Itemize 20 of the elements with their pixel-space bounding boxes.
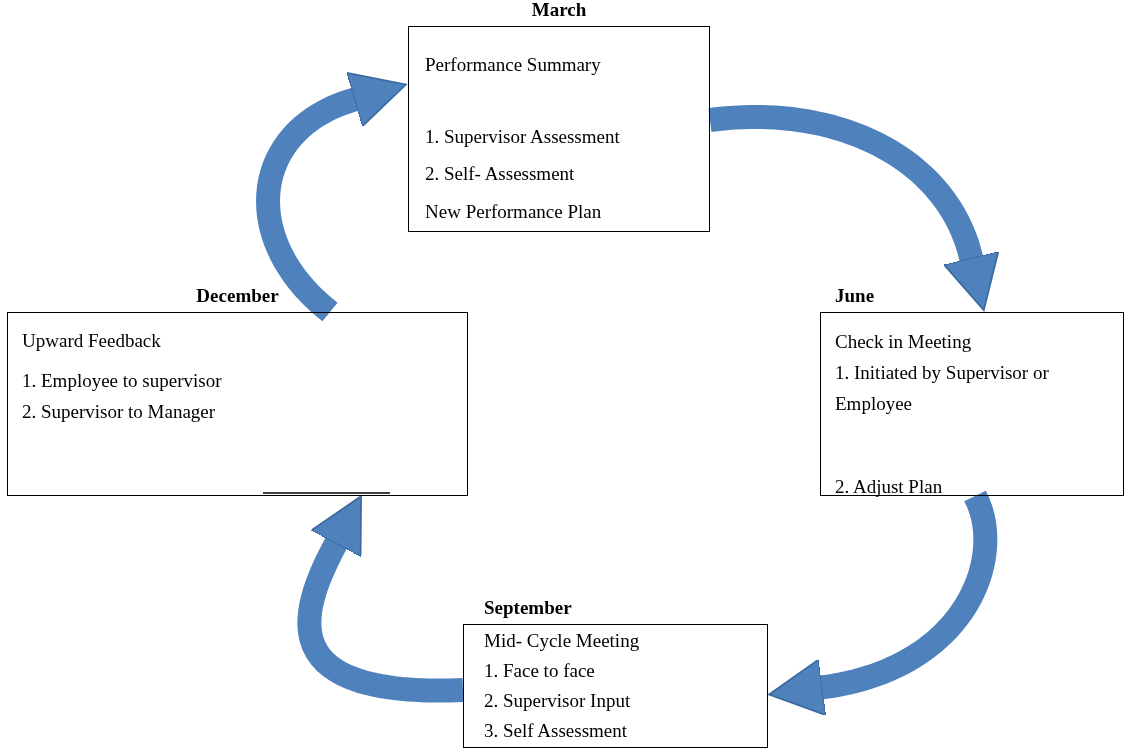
curved-arrow: [256, 71, 407, 322]
item-text: 1. Employee to supervisor: [22, 370, 223, 392]
item-text: 1. Initiated by Supervisor or Employee: [835, 360, 1050, 416]
month-heading: September: [484, 597, 572, 619]
item-text: 2. Supervisor to Manager: [22, 401, 217, 423]
item-text: Check in Meeting: [835, 329, 973, 354]
item-text: 1. Face to face: [484, 660, 596, 682]
month-heading: June: [835, 285, 875, 307]
item-text: 3. Self Assessment: [484, 720, 629, 742]
item-text: 1. Supervisor Assessment: [425, 126, 621, 148]
curved-arrow: [768, 490, 998, 716]
item-text: 2. Adjust Plan: [835, 474, 944, 499]
item-text: Performance Summary: [425, 54, 602, 76]
item-text: 2. Self- Assessment: [425, 163, 576, 185]
month-heading: December: [195, 285, 280, 307]
item-text: New Performance Plan: [425, 201, 603, 223]
item-text: Upward Feedback: [22, 330, 162, 352]
item-text: Mid- Cycle Meeting: [484, 630, 641, 652]
month-heading: March: [530, 0, 588, 21]
item-text: 2. Supervisor Input: [484, 690, 632, 712]
